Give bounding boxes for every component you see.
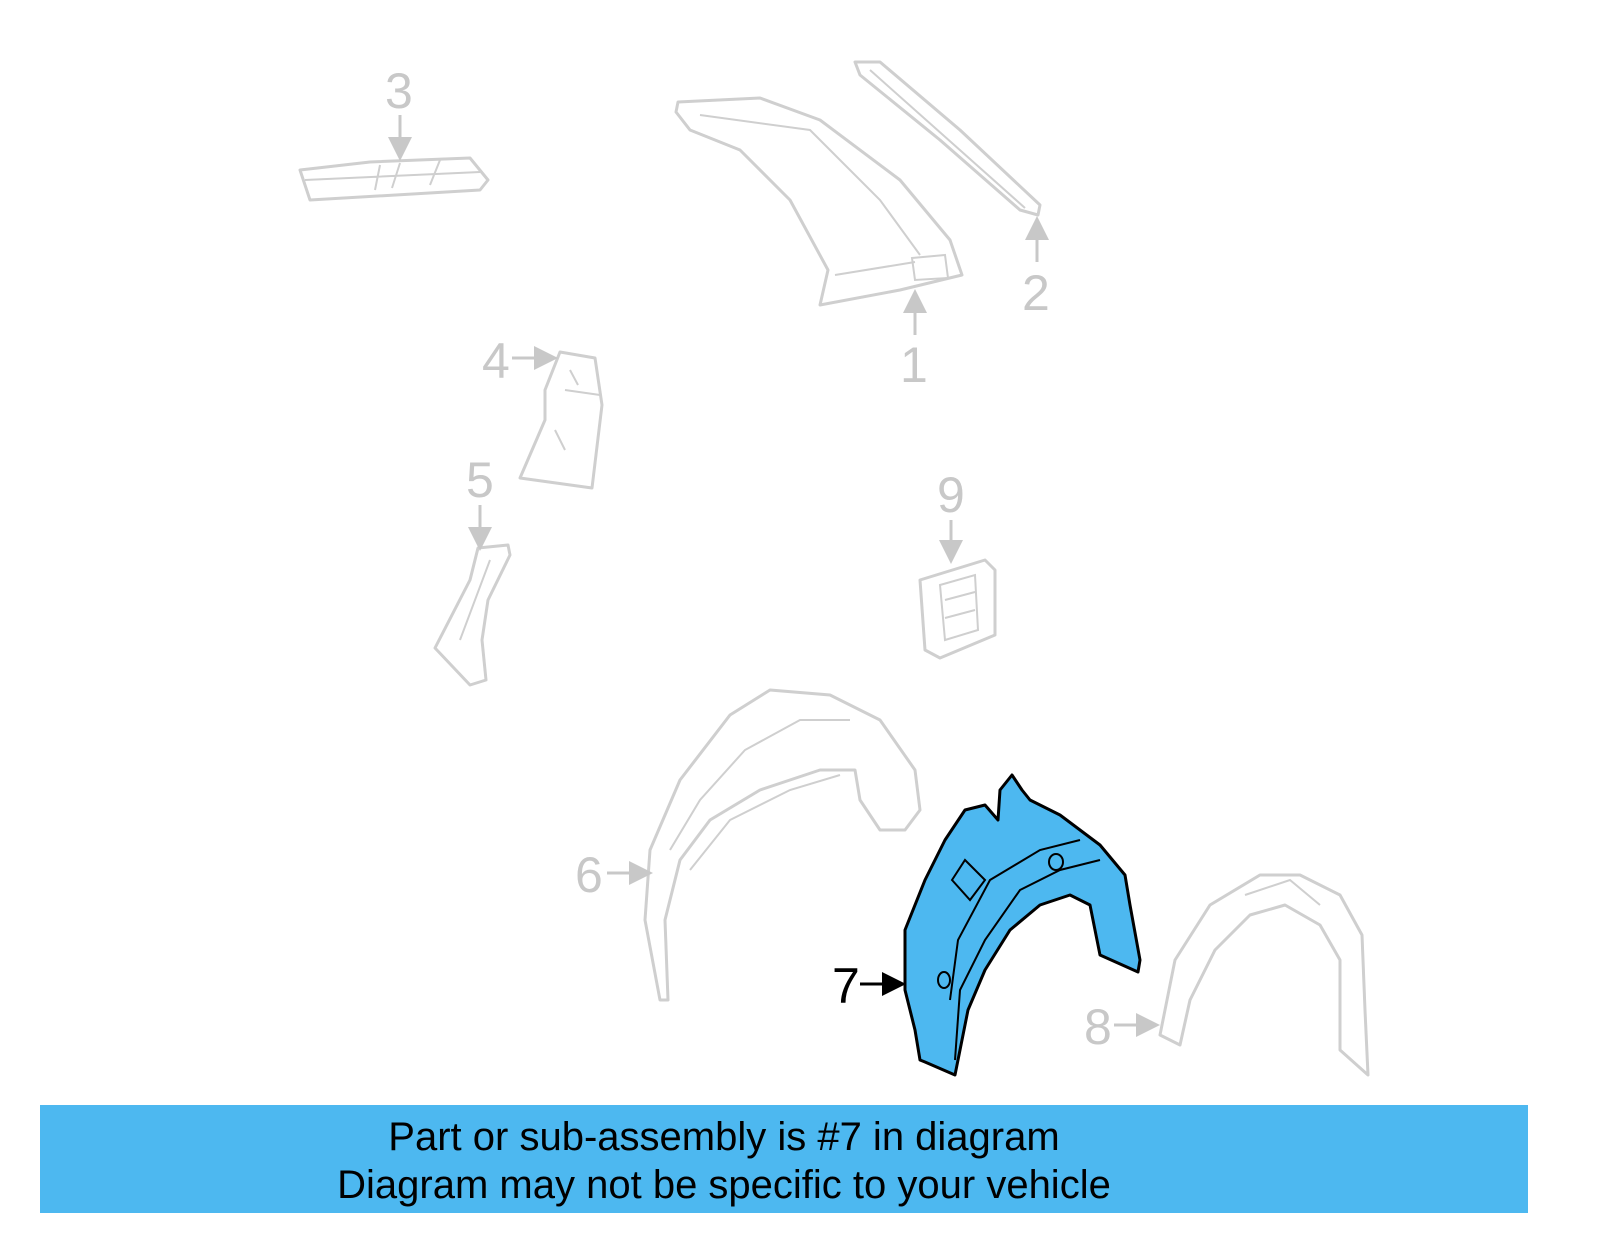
part-9[interactable] [918, 558, 997, 660]
info-banner: Part or sub-assembly is #7 in diagram Di… [40, 1105, 1528, 1213]
part-2[interactable] [853, 60, 1042, 217]
banner-line-2: Diagram may not be specific to your vehi… [337, 1163, 1111, 1207]
callout-9[interactable]: 9 [937, 467, 965, 523]
part-5[interactable] [433, 543, 512, 687]
banner-line-1: Part or sub-assembly is #7 in diagram [388, 1115, 1060, 1159]
part-1[interactable] [674, 96, 964, 307]
callout-6[interactable]: 6 [575, 847, 603, 903]
callout-8[interactable]: 8 [1084, 999, 1112, 1055]
part-6[interactable] [643, 688, 922, 1002]
callout-3[interactable]: 3 [385, 63, 413, 119]
callout-1[interactable]: 1 [900, 337, 928, 393]
callout-4[interactable]: 4 [482, 333, 510, 389]
part-7-highlighted[interactable] [903, 773, 1142, 1077]
part-8[interactable] [1158, 873, 1370, 1077]
callout-2[interactable]: 2 [1022, 265, 1050, 321]
part-4[interactable] [518, 350, 604, 490]
part-3[interactable] [298, 156, 490, 202]
callout-5[interactable]: 5 [466, 452, 494, 508]
callout-7[interactable]: 7 [832, 958, 860, 1014]
